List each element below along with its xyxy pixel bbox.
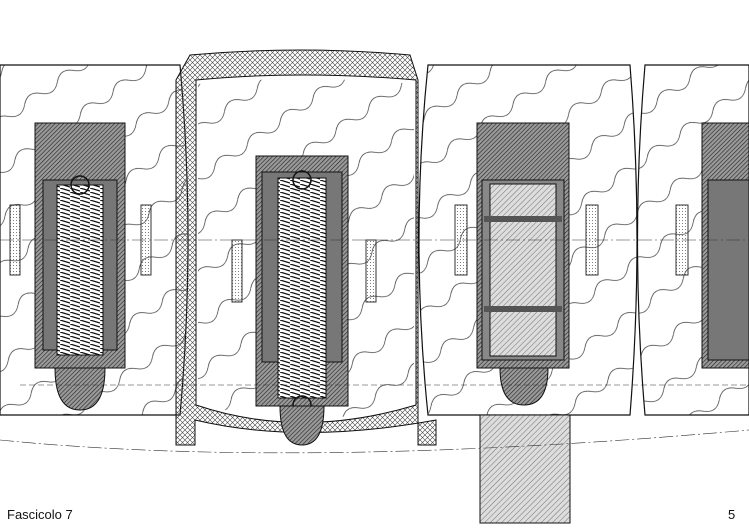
vertical-bar [479, 414, 571, 524]
page-number: 5 [728, 507, 736, 522]
fascicle-label: Fascicolo 7 [7, 507, 73, 522]
block-3 [418, 64, 638, 416]
block-2 [175, 49, 437, 446]
